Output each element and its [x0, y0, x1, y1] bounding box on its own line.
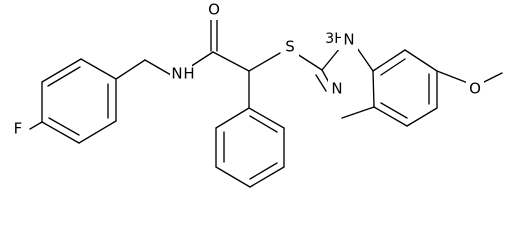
benzimidazole-nh-nitrogen-label: N — [343, 31, 354, 49]
fluorine-label-mask — [8, 119, 27, 140]
bond — [249, 115, 278, 133]
bond — [483, 72, 503, 83]
bond — [47, 66, 81, 87]
benzimidazole-nitrogen-label: N — [331, 80, 342, 98]
bond — [212, 51, 250, 72]
bond — [215, 107, 250, 129]
fluorine-label: F — [14, 120, 23, 138]
benzimidazole-nitrogen-label-mask — [328, 79, 346, 100]
amide-hydrogen-label: H — [183, 65, 194, 83]
carbonyl-oxygen-label-mask — [205, 1, 223, 20]
bond — [341, 106, 375, 119]
bond — [380, 102, 408, 119]
bond — [248, 107, 285, 129]
bond — [372, 70, 375, 108]
methoxy-oxygen-label: O — [469, 80, 481, 98]
bond — [321, 47, 341, 71]
thioether-sulfur-label-mask — [281, 37, 299, 57]
bond — [436, 70, 469, 84]
bond — [189, 51, 214, 68]
bond — [249, 166, 285, 188]
atom-labels: F N H O S 3H N N O — [8, 1, 484, 140]
methoxy-oxygen-label-mask — [466, 79, 484, 99]
bond — [372, 49, 406, 72]
benzimidazole-nh-nitrogen-label-mask — [341, 30, 358, 50]
amide-nitrogen-label: N — [171, 65, 182, 83]
bond — [215, 166, 251, 188]
bond — [48, 117, 80, 136]
bond — [115, 59, 146, 80]
amide-nitrogen-label-mask — [170, 64, 192, 85]
bond — [404, 49, 438, 72]
carbonyl-oxygen-label: O — [208, 1, 220, 19]
bond — [41, 58, 82, 83]
bond — [373, 106, 408, 127]
thioether-sulfur-label: S — [285, 38, 295, 56]
bond — [80, 58, 117, 80]
bond — [380, 58, 406, 76]
bond — [248, 52, 281, 72]
bond — [78, 120, 117, 144]
bond-lines — [29, 19, 503, 188]
bond — [29, 121, 43, 130]
bond — [144, 59, 172, 76]
bond — [249, 162, 278, 180]
bond — [315, 74, 327, 92]
chemical-structure-diagram: F N H O S 3H N N O — [8, 0, 503, 188]
bond — [406, 107, 438, 127]
bond — [41, 121, 80, 144]
benzimidazole-nh-label: 3H — [325, 31, 344, 47]
